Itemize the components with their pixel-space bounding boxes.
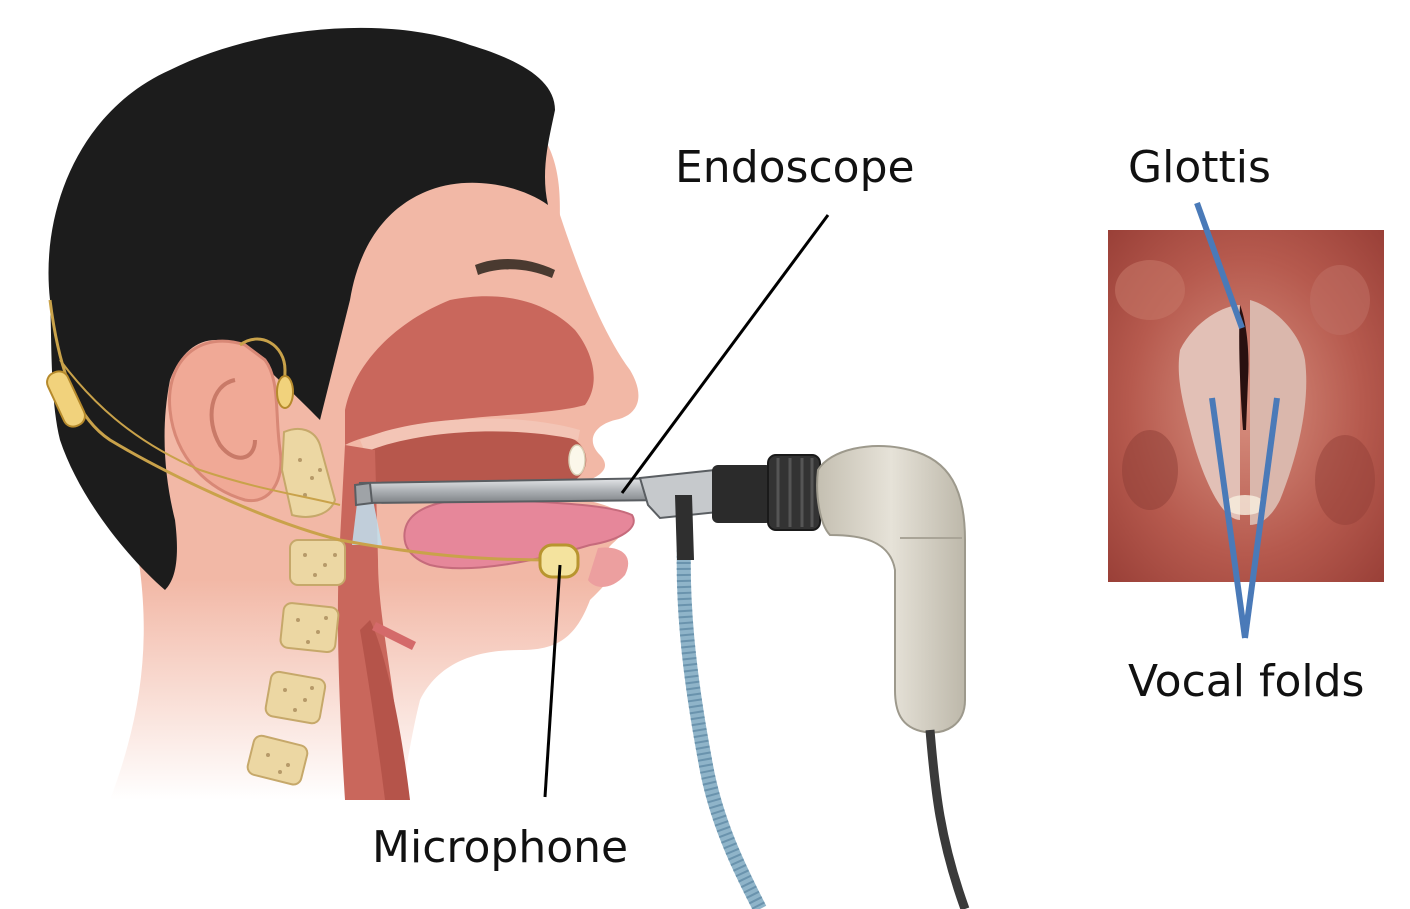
glottis-photo xyxy=(1108,230,1384,582)
vertebra xyxy=(280,602,339,653)
microphone-label: Microphone xyxy=(372,826,628,870)
tooth xyxy=(569,445,585,475)
vocal-folds-label: Vocal folds xyxy=(1128,660,1364,704)
head-anatomy-illustration xyxy=(44,28,639,800)
light-cable-connector xyxy=(675,495,694,560)
tissue-patch xyxy=(1315,435,1375,525)
endoscope-pointer-line xyxy=(622,215,828,493)
camera-handle xyxy=(817,446,965,732)
endoscope-coupler xyxy=(712,465,772,523)
endoscope-label: Endoscope xyxy=(675,146,915,190)
camera-cable xyxy=(930,730,965,909)
endoscope-tip xyxy=(355,483,372,505)
tissue-patch xyxy=(1310,265,1370,335)
tissue-patch xyxy=(1115,260,1185,320)
tissue-patch xyxy=(1122,430,1178,510)
light-cable xyxy=(684,520,760,909)
glottis-label: Glottis xyxy=(1128,146,1271,190)
vertebra xyxy=(290,540,345,585)
vertebra xyxy=(264,671,326,725)
headset-earpiece xyxy=(277,376,293,408)
